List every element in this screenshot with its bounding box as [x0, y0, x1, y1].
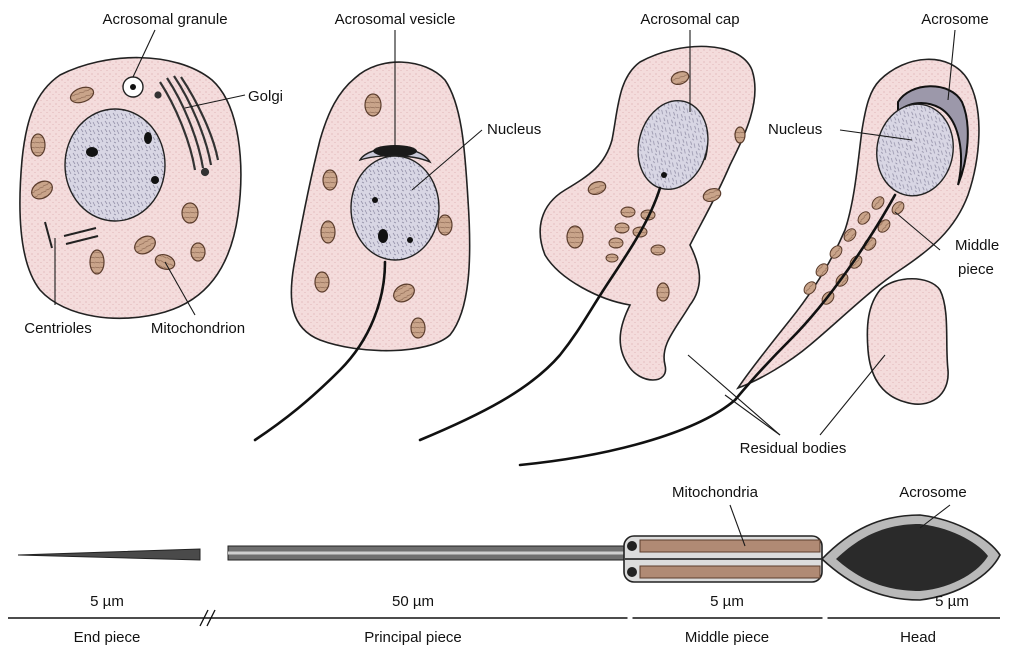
label-acrosomal-cap: Acrosomal cap — [640, 11, 739, 28]
stage2-spermatid — [255, 62, 470, 440]
label-mitochondria: Mitochondria — [672, 484, 759, 501]
label-acrosomal-granule: Acrosomal granule — [102, 11, 227, 28]
label-acrosome-stage4: Acrosome — [921, 11, 989, 28]
label-acrosome-sperm: Acrosome — [899, 484, 967, 501]
label-nucleus-stage2: Nucleus — [487, 121, 541, 138]
segment-principal-piece: Principal piece — [364, 629, 462, 646]
segment-end-piece: End piece — [74, 629, 141, 646]
residual-body — [867, 279, 948, 404]
stage1-nucleus — [65, 109, 165, 221]
label-middle-piece-line2: piece — [958, 261, 994, 278]
measure-head: 5 µm — [935, 593, 969, 610]
stage2-nucleus — [351, 156, 439, 260]
label-acrosomal-vesicle: Acrosomal vesicle — [335, 11, 456, 28]
segment-head: Head — [900, 629, 936, 646]
end-piece-shape — [18, 549, 200, 560]
segment-middle-piece: Middle piece — [685, 629, 769, 646]
measure-principal-piece: 50 µm — [392, 593, 434, 610]
label-nucleus-stage4: Nucleus — [768, 121, 822, 138]
measure-middle-piece: 5 µm — [710, 593, 744, 610]
label-golgi: Golgi — [248, 88, 283, 105]
label-middle-piece-line1: Middle — [955, 237, 999, 254]
label-centrioles: Centrioles — [24, 320, 92, 337]
stage1-spermatid — [20, 58, 241, 319]
mature-sperm — [18, 515, 1000, 600]
label-residual-bodies: Residual bodies — [740, 440, 847, 457]
label-mitochondrion: Mitochondrion — [151, 320, 245, 337]
measure-end-piece: 5 µm — [90, 593, 124, 610]
